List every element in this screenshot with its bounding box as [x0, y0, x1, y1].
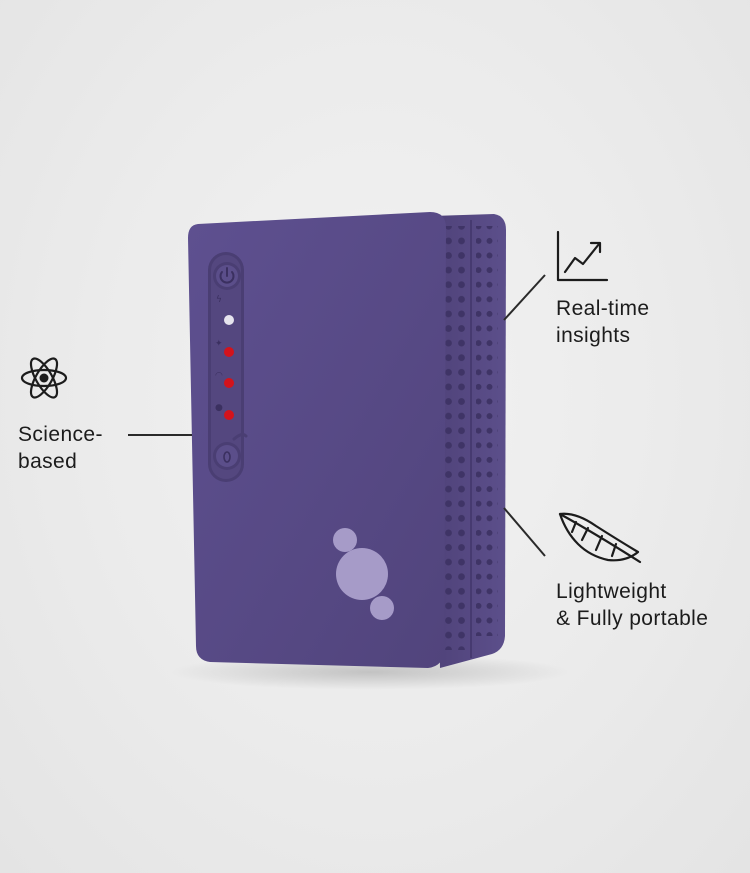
- status-led-power: [224, 315, 234, 325]
- atom-icon: [20, 357, 68, 399]
- side-vent-grid-2: [476, 226, 498, 636]
- feather-icon: [558, 512, 642, 564]
- connector-portable: [503, 507, 546, 557]
- device-front-panel: [188, 212, 446, 668]
- feature-science-line2: based: [18, 450, 78, 473]
- mode-icon: [223, 451, 231, 463]
- feature-insights-line1: Real-time: [556, 297, 650, 320]
- drop-icon: ●: [215, 403, 223, 413]
- trend-chart-icon: [556, 230, 609, 282]
- status-led-1: [224, 347, 234, 357]
- power-icon: [219, 267, 235, 284]
- side-vent-grid-1: [444, 226, 470, 650]
- feature-portable-label: Lightweight & Fully portable: [556, 578, 708, 632]
- power-button[interactable]: [213, 262, 241, 290]
- feature-insights-label: Real-time insights: [556, 295, 649, 349]
- feature-portable-line1: Lightweight: [556, 580, 667, 603]
- feature-portable-line2: & Fully portable: [556, 607, 709, 630]
- wifi-icon: ◠: [215, 371, 223, 381]
- status-led-group: ϟ ✦ ◠ ●: [215, 295, 234, 420]
- sparkle-icon: ✦: [215, 339, 223, 349]
- feature-science-line1: Science-: [18, 423, 103, 446]
- status-led-2: [224, 378, 234, 388]
- bolt-icon: ϟ: [216, 295, 222, 305]
- connector-insights: [503, 274, 546, 321]
- feature-insights-line2: insights: [556, 324, 631, 347]
- status-led-3: [224, 410, 234, 420]
- mode-button[interactable]: [213, 433, 248, 470]
- feature-science-label: Science- based: [18, 421, 103, 475]
- brand-logo: [333, 528, 394, 620]
